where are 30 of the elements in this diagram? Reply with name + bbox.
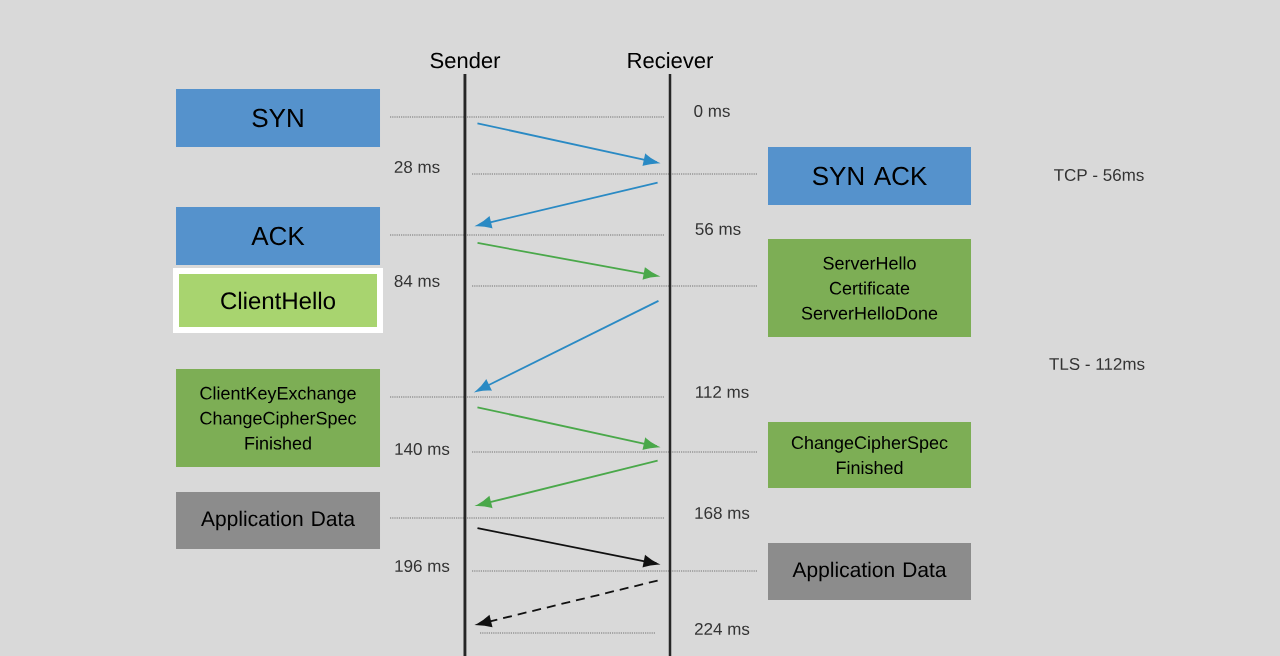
arrow [476, 242, 658, 280]
time-label: 168 ms [695, 506, 750, 519]
arrow [476, 406, 658, 450]
time-label: TLS - 112ms [1049, 358, 1145, 370]
node-label: Reciever [628, 52, 714, 69]
message-box: Application Data [768, 543, 971, 600]
arrow [476, 300, 660, 392]
message-box: SYN ACK [768, 147, 971, 205]
highlighted-message-box: ClientHello [173, 268, 383, 333]
message-box: Application Data [176, 492, 380, 549]
time-label: 112 ms [696, 386, 749, 398]
message-box: ServerHello Certificate ServerHelloDone [768, 239, 971, 337]
time-label: 28 ms [394, 161, 440, 173]
time-label: 84 ms [394, 275, 440, 287]
arrow [477, 181, 659, 229]
message-box: ACK [176, 207, 380, 265]
arrow [477, 459, 659, 508]
message-box: ClientKeyExchange ChangeCipherSpec Finished [176, 369, 380, 467]
time-label: 0 ms [694, 105, 730, 117]
time-label: 224 ms [695, 622, 750, 635]
time-label: 140 ms [395, 443, 450, 455]
time-label: TCP - 56ms [1054, 169, 1144, 181]
message-box: ChangeCipherSpec Finished [768, 422, 971, 488]
message-box: SYN [176, 89, 380, 147]
arrow [476, 527, 658, 568]
time-label: 56 ms [695, 223, 741, 235]
node-label: Sender [430, 52, 501, 69]
arrow [476, 122, 658, 166]
arrow [477, 579, 659, 627]
time-label: 196 ms [395, 559, 450, 572]
